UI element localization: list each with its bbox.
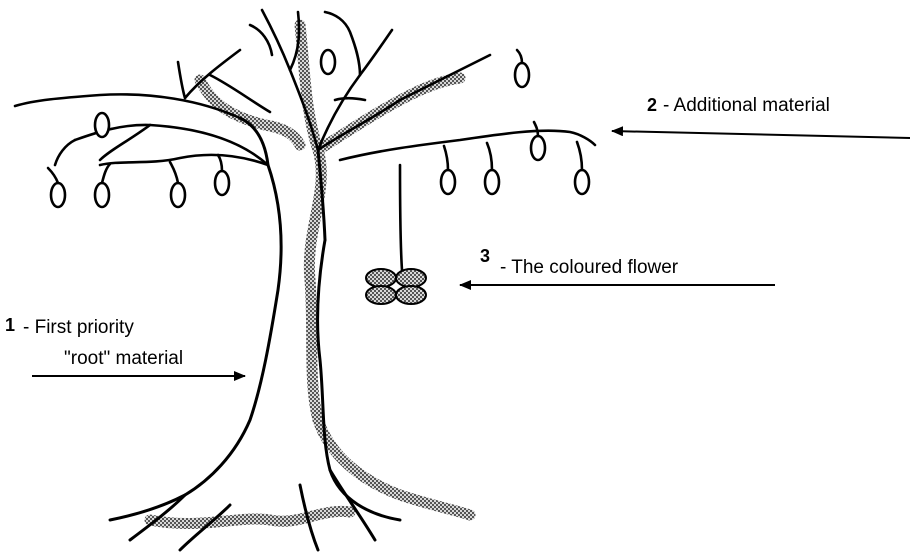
label-coloured-flower: 3 - The coloured flower [480,246,679,278]
label-text-line2: "root" material [64,348,183,369]
fruit [441,170,455,194]
fruit [95,113,109,137]
fruit [321,50,335,74]
fruit [531,136,545,160]
label-number: 1 [5,315,15,335]
tree-trunk [110,118,400,550]
label-additional-material: 2 - Additional material [647,95,830,116]
fruit [485,170,499,194]
coloured-flower [366,269,426,304]
label-number: 2 [647,95,657,115]
label-number: 3 [480,246,490,266]
fruit [51,183,65,207]
fruit [95,183,109,207]
label-first-priority: 1 - First priority "root" material [5,315,183,369]
fruit [515,63,529,87]
fruit [215,171,229,195]
arrow-additional-material [612,131,910,138]
label-text-line1: - First priority [23,317,134,338]
fruit [171,183,185,207]
fruit [575,170,589,194]
label-text: - Additional material [663,95,830,116]
label-text: - The coloured flower [500,257,679,278]
